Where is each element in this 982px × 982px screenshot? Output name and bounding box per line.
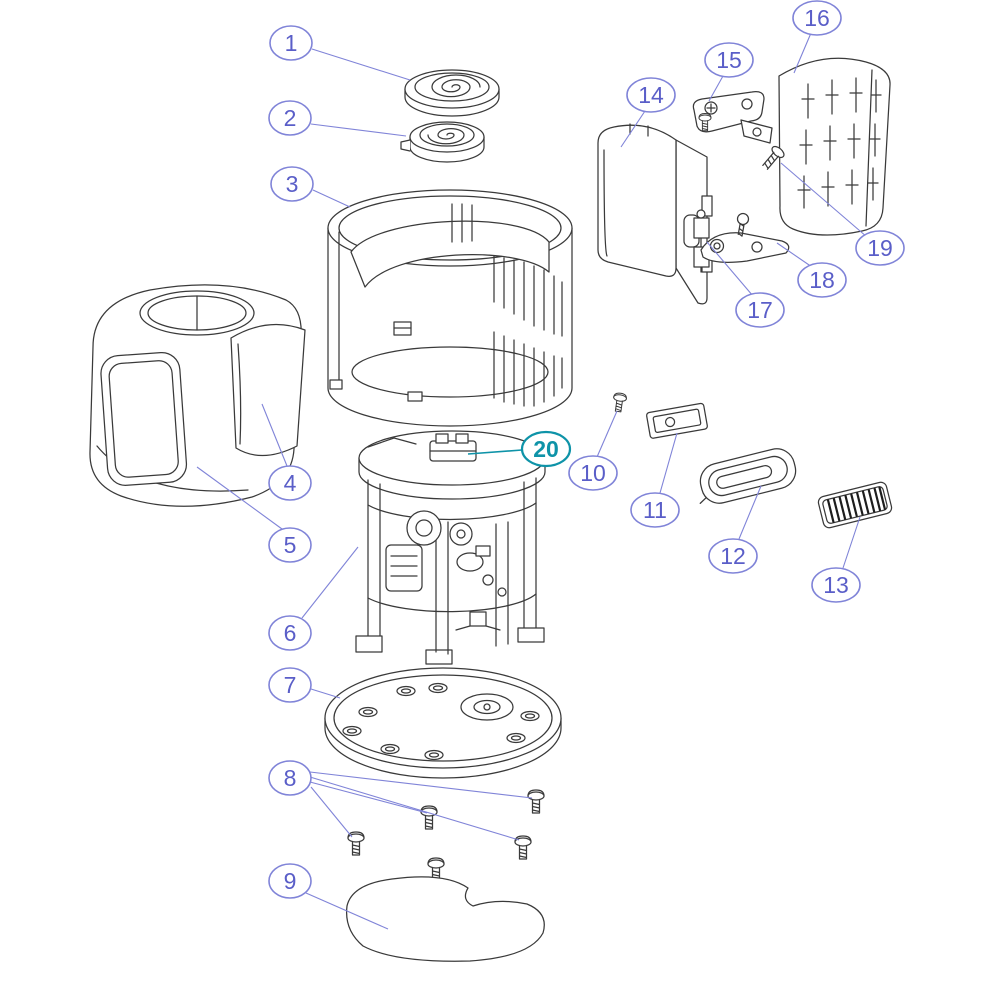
part-18-wing-bracket xyxy=(700,212,790,263)
part-15-bracket-plate xyxy=(692,91,773,144)
callout-10[interactable]: 10 xyxy=(568,455,618,491)
svg-text:3: 3 xyxy=(286,171,299,197)
part-11-latch-plate xyxy=(646,402,708,439)
svg-text:9: 9 xyxy=(284,868,297,894)
svg-text:2: 2 xyxy=(284,105,297,131)
svg-text:17: 17 xyxy=(747,297,773,323)
svg-text:19: 19 xyxy=(867,235,893,261)
callout-2[interactable]: 2 xyxy=(268,100,312,136)
callout-6[interactable]: 6 xyxy=(268,615,312,651)
svg-text:1: 1 xyxy=(285,30,298,56)
svg-text:12: 12 xyxy=(720,543,746,569)
callout-12[interactable]: 12 xyxy=(708,538,758,574)
callout-7[interactable]: 7 xyxy=(268,667,312,703)
part-8-screws xyxy=(347,789,545,882)
svg-text:13: 13 xyxy=(823,572,849,598)
part-14-door-panel xyxy=(597,123,713,305)
base-plate-bosses xyxy=(342,682,540,761)
callout-5[interactable]: 5 xyxy=(268,527,312,563)
part-3-main-cylinder xyxy=(327,189,573,427)
part-4-inner-panel xyxy=(230,324,306,457)
callout-14[interactable]: 14 xyxy=(626,77,676,113)
svg-text:5: 5 xyxy=(284,532,297,558)
part-2-inner-cap xyxy=(400,121,485,163)
callout-20-highlighted[interactable]: 20 xyxy=(520,430,572,468)
part-6-motor-assembly xyxy=(355,430,546,665)
callout-3[interactable]: 3 xyxy=(270,166,314,202)
svg-text:20: 20 xyxy=(533,436,559,462)
svg-text:10: 10 xyxy=(580,460,606,486)
callouts-layer: 1 2 3 4 5 6 7 8 9 10 11 xyxy=(268,0,905,899)
callout-17[interactable]: 17 xyxy=(735,292,785,328)
part-13-ribbed-pad xyxy=(817,481,893,529)
leader-lines xyxy=(196,32,868,930)
part-19-screw xyxy=(762,145,785,170)
svg-text:15: 15 xyxy=(716,47,742,73)
svg-text:6: 6 xyxy=(284,620,297,646)
callout-11[interactable]: 11 xyxy=(630,492,680,528)
callout-15[interactable]: 15 xyxy=(704,42,754,78)
part-9-bottom-cover xyxy=(345,876,545,962)
callout-8[interactable]: 8 xyxy=(268,760,312,796)
callout-4[interactable]: 4 xyxy=(268,465,312,501)
part-1-top-cap xyxy=(404,69,500,117)
callout-9[interactable]: 9 xyxy=(268,863,312,899)
part-10-small-screw xyxy=(611,391,628,413)
callout-1[interactable]: 1 xyxy=(269,25,313,61)
svg-text:14: 14 xyxy=(638,82,664,108)
callout-16[interactable]: 16 xyxy=(792,0,842,36)
part-12-oval-frame xyxy=(699,448,797,505)
callout-13[interactable]: 13 xyxy=(811,567,861,603)
part-7-base-plate xyxy=(324,667,562,779)
svg-text:4: 4 xyxy=(284,470,297,496)
part-16-louvered-panel xyxy=(778,57,891,236)
svg-text:18: 18 xyxy=(809,267,835,293)
svg-text:16: 16 xyxy=(804,5,830,31)
callout-19[interactable]: 19 xyxy=(855,230,905,266)
callout-18[interactable]: 18 xyxy=(797,262,847,298)
line-art-layer xyxy=(89,57,893,962)
svg-text:11: 11 xyxy=(643,497,667,523)
svg-text:8: 8 xyxy=(284,765,297,791)
svg-text:7: 7 xyxy=(284,672,297,698)
